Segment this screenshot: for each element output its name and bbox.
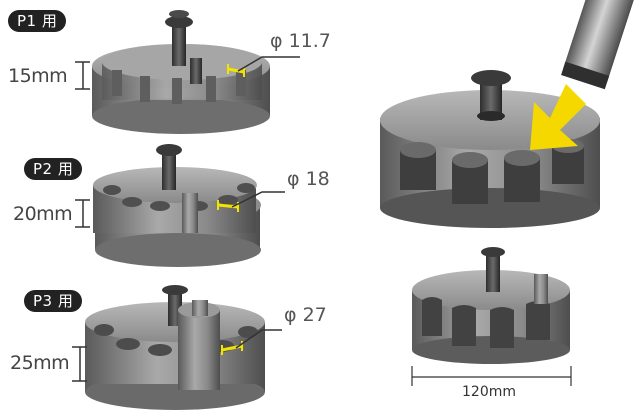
p3-diameter-label: φ 27	[284, 304, 327, 326]
p2-diameter-label: φ 18	[287, 168, 330, 190]
p2-height-label: 20mm	[13, 203, 73, 225]
p3-height-label: 25mm	[10, 352, 70, 374]
p2-fixture-image	[93, 144, 261, 267]
diameter-symbol: φ	[287, 168, 300, 190]
socket-tool-image	[561, 0, 636, 90]
p2-badge: P2 用	[24, 158, 83, 180]
diameter-value: 11.7	[288, 30, 331, 52]
p3-fixture-image	[85, 285, 265, 410]
overview-fixture-image	[412, 247, 570, 364]
p3-badge: P3 用	[24, 290, 83, 312]
diameter-value: 18	[305, 168, 330, 190]
width-label: 120mm	[462, 384, 516, 400]
p1-fixture-image	[92, 10, 270, 134]
p1-height-label: 15mm	[8, 65, 68, 87]
diameter-symbol: φ	[270, 30, 283, 52]
yellow-arrow	[530, 84, 586, 150]
p1-badge: P1 用	[8, 10, 67, 32]
diameter-symbol: φ	[284, 304, 297, 326]
p1-diameter-label: φ 11.7	[270, 30, 331, 52]
diameter-value: 27	[302, 304, 327, 326]
